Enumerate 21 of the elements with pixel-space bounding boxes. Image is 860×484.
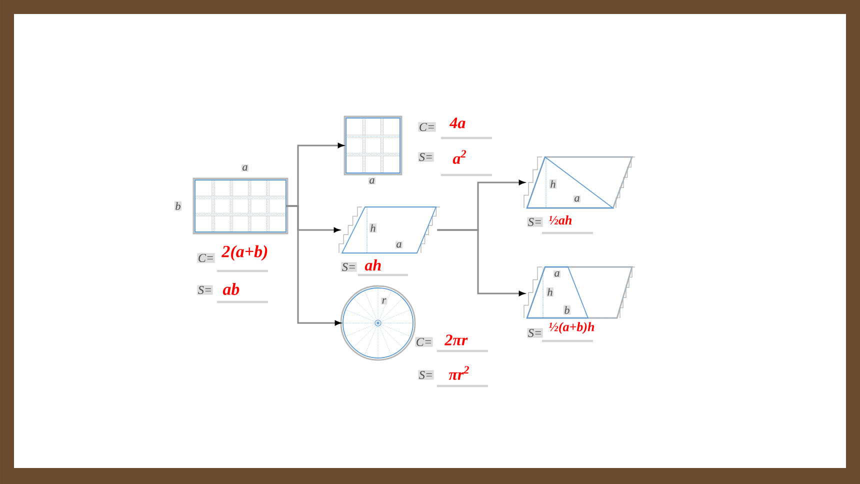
formula-label: C= [197,253,215,263]
arrow [437,229,524,296]
formula-label: S= [341,262,357,272]
side-label: r [381,298,387,304]
answer-text: ab [222,283,240,295]
formula-label: S= [527,328,543,338]
formula-label: S= [418,152,434,162]
formula-label: S= [197,285,213,295]
answer-text: 4a [449,118,466,128]
arrow [286,205,340,326]
formula-label: S= [527,217,543,227]
formula-label: S= [418,370,434,380]
answer-text: ah [364,259,381,271]
answer-text: πr$^{2}$ [448,366,469,380]
answer-text: ½(a+b)h [548,322,594,334]
answer-text: 2(a+b) [222,245,268,261]
formula-label: C= [418,122,436,132]
answer-text: 2πr [444,334,468,346]
formula-label: C= [415,337,433,347]
answer-text: a$^{2}$ [452,150,466,164]
answer-text: ½ah [548,215,572,225]
